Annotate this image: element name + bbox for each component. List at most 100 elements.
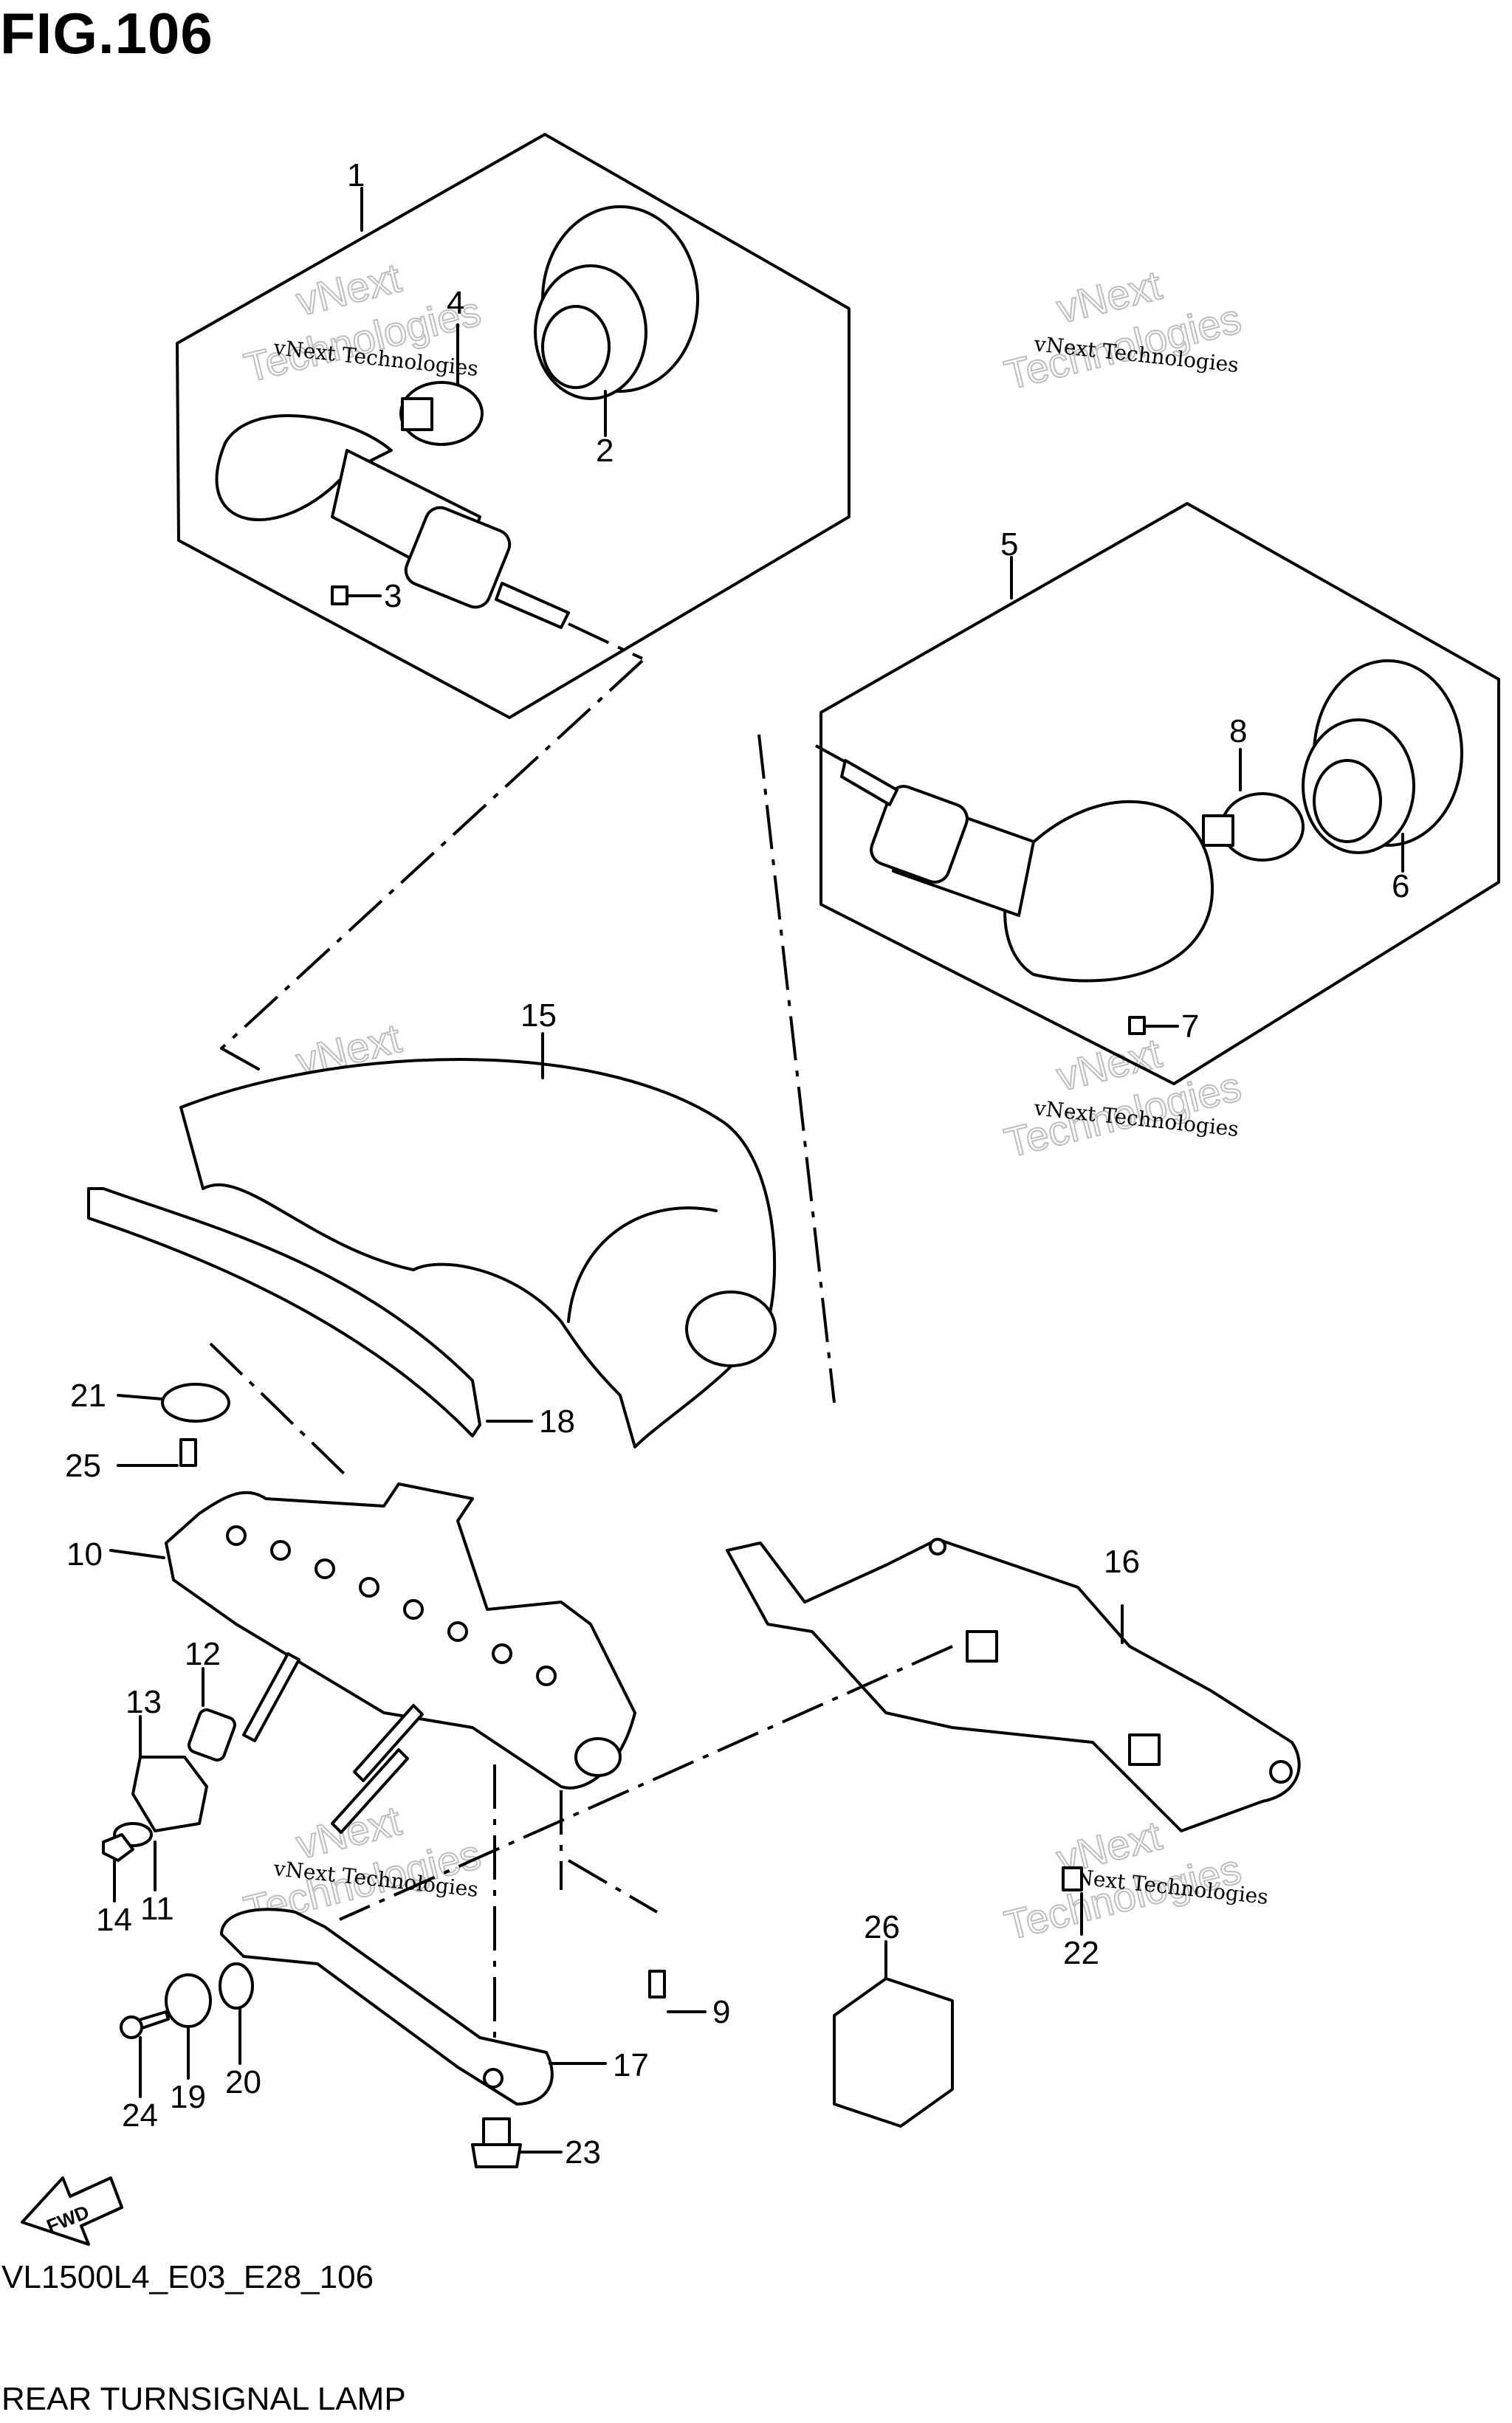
part-label: 17 (613, 2047, 649, 2083)
bracket-hole (315, 1558, 335, 1579)
mounting-bracket-right (726, 1538, 1301, 1936)
screw (331, 585, 348, 605)
stud-bolt (331, 1748, 409, 1834)
lamp-cover (179, 1032, 777, 1448)
part-label: 21 (70, 1378, 106, 1414)
part-label: 19 (170, 2079, 206, 2115)
part-label: 8 (1229, 713, 1247, 749)
cushion (131, 1756, 208, 1832)
grommet-group (117, 1342, 348, 1478)
part-label: 2 (596, 433, 614, 469)
bolt-head (471, 2143, 522, 2168)
fwd-arrow-icon (21, 2176, 123, 2246)
assembly-1-outline (176, 133, 850, 719)
cover-contour (567, 1206, 718, 1323)
stay-plate (220, 1908, 554, 2106)
leader-line (117, 1394, 164, 1400)
lamp-lens (215, 414, 393, 521)
stud-bolt (242, 1652, 300, 1742)
lamp-collar (404, 506, 512, 609)
screw-head (120, 2015, 143, 2039)
part-label: 18 (539, 1403, 575, 1440)
part-label: 5 (1000, 526, 1018, 563)
assembly-dashed-line (220, 659, 644, 1050)
lamp-collar (870, 785, 969, 884)
part-label: 22 (1063, 1935, 1099, 1971)
part-label: 14 (96, 1902, 132, 1938)
part-label: 10 (66, 1536, 103, 1573)
screw (179, 1438, 197, 1467)
assembly-5-outline (819, 502, 1500, 1085)
figure-name: REAR TURNSIGNAL LAMP (1, 2381, 406, 2417)
assembly-dashed-line (567, 1859, 659, 1914)
lamp-lens (1003, 800, 1214, 983)
bracket-hole (403, 1599, 424, 1620)
lamp-bracket (109, 1482, 636, 1834)
part-labels: 1 2 3 4 5 6 7 8 9 10 11 12 13 14 15 16 1… (65, 157, 1409, 2171)
bracket-hole (929, 1538, 946, 1556)
lamp-wire (840, 759, 898, 806)
part-label: 16 (1104, 1544, 1140, 1580)
bracket-hole (226, 1525, 247, 1546)
cover-body (179, 1058, 777, 1448)
spacer (188, 1708, 236, 1762)
spacer (165, 1973, 212, 2028)
grommet (161, 1383, 230, 1423)
lamp-socket (541, 305, 611, 389)
forward-direction-badge: FWD (21, 2176, 123, 2246)
part-label: 12 (185, 1636, 221, 1672)
washer (219, 1962, 254, 2010)
lower-hardware (120, 1645, 953, 2168)
reflector-strip-body (87, 1187, 481, 1437)
part-label: 3 (384, 578, 402, 614)
part-label: 1 (347, 157, 365, 193)
wire-dashed-line (815, 744, 846, 763)
lamp-socket (1313, 759, 1382, 843)
part-label: 26 (864, 1909, 900, 1945)
assembly-dashed-line (339, 1645, 953, 1921)
part-label: 11 (140, 1891, 174, 1927)
part-label: 7 (1181, 1008, 1199, 1045)
assembly-dashed-line (757, 734, 836, 1403)
bolt (482, 2117, 511, 2146)
bracket-round-hole (574, 1737, 622, 1777)
bolt (648, 1970, 666, 1998)
bulb-base (401, 397, 433, 431)
stay-hole (483, 2068, 504, 2089)
cushion-group (102, 1667, 236, 1903)
clip (1128, 1733, 1161, 1766)
screw (1062, 1866, 1083, 1891)
part-label: 4 (447, 285, 464, 321)
turn-signal-assembly-left (176, 133, 850, 719)
bracket-hole (270, 1540, 291, 1561)
bracket-hole (1269, 1760, 1293, 1784)
part-label: 25 (65, 1448, 101, 1484)
part-label: 23 (565, 2134, 601, 2171)
leader-line (109, 1549, 165, 1559)
reflector-strip (87, 1187, 533, 1437)
assembly-dashed-line (209, 1342, 348, 1478)
lamp-wire (495, 582, 570, 629)
part-label: 15 (520, 997, 557, 1034)
part-label: 6 (1392, 868, 1409, 904)
cover-lamp-hole (685, 1290, 777, 1367)
part-label: 24 (122, 2097, 158, 2134)
stud-bolt (353, 1704, 424, 1782)
nut (102, 1833, 134, 1862)
bracket-hole (447, 1621, 468, 1642)
bulb-base (1202, 814, 1234, 847)
bracket-hole (492, 1643, 512, 1664)
part-label: 9 (712, 1994, 730, 2030)
model-code: VL1500L4_E03_E28_106 (1, 2259, 374, 2295)
assembly-dashed-line (220, 1047, 260, 1070)
bracket-hole (536, 1666, 557, 1686)
bracket-hole (359, 1577, 379, 1598)
wire-dashed-line (568, 622, 643, 660)
part-label: 20 (225, 2064, 261, 2100)
turn-signal-assembly-right (815, 502, 1500, 1085)
figure-title: FIG.106 (0, 1, 213, 66)
screw (1128, 1016, 1146, 1035)
relay-body (833, 1977, 954, 2128)
